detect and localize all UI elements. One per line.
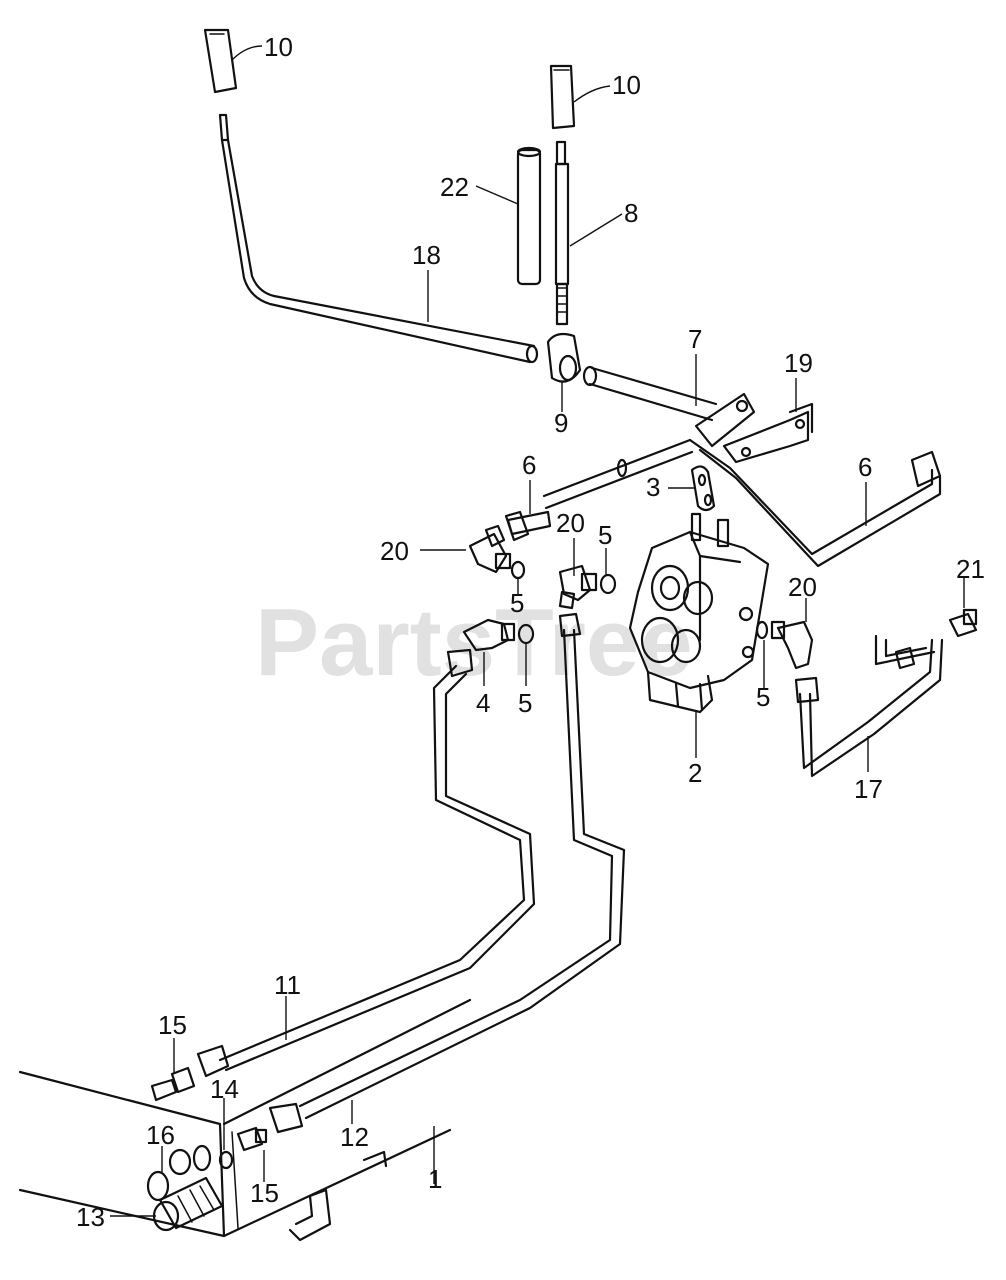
- control-rod-6-left[interactable]: [504, 438, 694, 542]
- callout-6-left: 6: [522, 450, 536, 480]
- link-3[interactable]: [690, 465, 716, 512]
- callout-labels: 10 10 22 8 18 7 19 9 6 6 3 20 20 5 5 20 …: [76, 32, 985, 1232]
- callout-15-upper: 15: [158, 1010, 187, 1040]
- lever-knob-right[interactable]: [549, 64, 576, 130]
- callout-10-right: 10: [612, 70, 641, 100]
- snap-ring-14[interactable]: [218, 1150, 234, 1170]
- o-ring-5-b[interactable]: [599, 573, 617, 595]
- callout-20-right: 20: [788, 572, 817, 602]
- watermark: PartsTree: [255, 589, 693, 696]
- callout-17: 17: [854, 774, 883, 804]
- callout-20-left: 20: [380, 536, 409, 566]
- callout-15-lower: 15: [250, 1178, 279, 1208]
- callout-3: 3: [646, 472, 660, 502]
- callout-2: 2: [688, 758, 702, 788]
- callout-16: 16: [146, 1120, 175, 1150]
- callout-14: 14: [210, 1074, 239, 1104]
- pivot-block-9[interactable]: [546, 332, 582, 383]
- callout-5-right: 5: [756, 682, 770, 712]
- callout-5-left: 5: [510, 588, 524, 618]
- callout-8: 8: [624, 198, 638, 228]
- fitting-15-lower[interactable]: [236, 1126, 268, 1152]
- leader-lines: [110, 45, 965, 1217]
- elbow-fitting-20-center[interactable]: [558, 564, 598, 610]
- callout-7: 7: [688, 324, 702, 354]
- callout-19: 19: [784, 348, 813, 378]
- callout-4: 4: [476, 688, 490, 718]
- control-rod-6-right[interactable]: [688, 438, 942, 568]
- hydraulic-tube-11[interactable]: [196, 648, 536, 1078]
- sleeve-22[interactable]: [516, 146, 542, 286]
- elbow-fitting-20-right[interactable]: [770, 620, 814, 670]
- o-ring-5-d[interactable]: [755, 620, 769, 640]
- callout-6-right: 6: [858, 452, 872, 482]
- lever-arm-18[interactable]: [218, 113, 539, 364]
- callout-5-top: 5: [598, 520, 612, 550]
- callout-22: 22: [440, 172, 469, 202]
- o-ring-5-c[interactable]: [517, 623, 535, 645]
- control-valve-2[interactable]: [628, 512, 770, 714]
- elbow-fitting-4[interactable]: [462, 618, 516, 652]
- callout-1: 1: [428, 1164, 442, 1194]
- frame-1[interactable]: [18, 998, 472, 1242]
- elbow-fitting-20-left[interactable]: [468, 524, 512, 574]
- adapter-fitting-21[interactable]: [948, 608, 978, 638]
- hydraulic-tube-12[interactable]: [268, 612, 626, 1134]
- callout-5-bottom: 5: [518, 688, 532, 718]
- callout-13: 13: [76, 1202, 105, 1232]
- callout-11: 11: [274, 970, 301, 1000]
- callout-18: 18: [412, 240, 441, 270]
- bracket-19[interactable]: [722, 402, 814, 464]
- cap-16[interactable]: [146, 1144, 212, 1202]
- lever-knob-left[interactable]: [203, 28, 238, 94]
- shaft-7[interactable]: [582, 365, 756, 448]
- callout-12: 12: [340, 1122, 369, 1152]
- threaded-rod-8[interactable]: [554, 140, 570, 326]
- callout-10-left: 10: [264, 32, 293, 62]
- callout-9: 9: [554, 408, 568, 438]
- fitting-15-upper[interactable]: [150, 1066, 196, 1102]
- callout-21: 21: [956, 554, 985, 584]
- return-tube-17[interactable]: [794, 634, 944, 778]
- o-ring-5-a[interactable]: [510, 560, 526, 580]
- callout-20-center: 20: [556, 508, 585, 538]
